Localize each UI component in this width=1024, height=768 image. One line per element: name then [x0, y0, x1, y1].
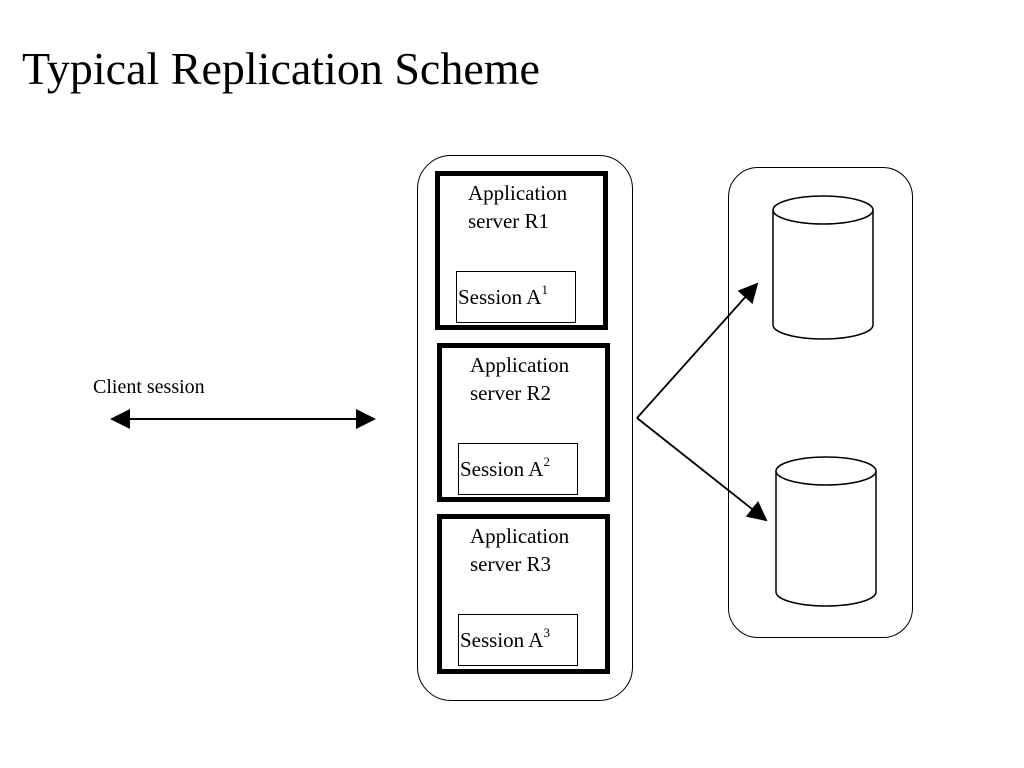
replication-arrow-bottom: [636, 417, 768, 522]
server-label: Application server R1: [468, 181, 568, 233]
database-cylinder-icon: [775, 456, 877, 607]
application-server-group: [417, 155, 633, 701]
server-label: Application server R3: [470, 524, 570, 576]
slide-title: Typical Replication Scheme: [22, 43, 540, 94]
replication-arrow-top: [636, 282, 759, 419]
database-group: [728, 167, 913, 638]
database-cylinder-icon: [772, 195, 874, 340]
server-label: Application server R2: [470, 353, 570, 405]
client-session-label: Client session: [93, 376, 205, 398]
